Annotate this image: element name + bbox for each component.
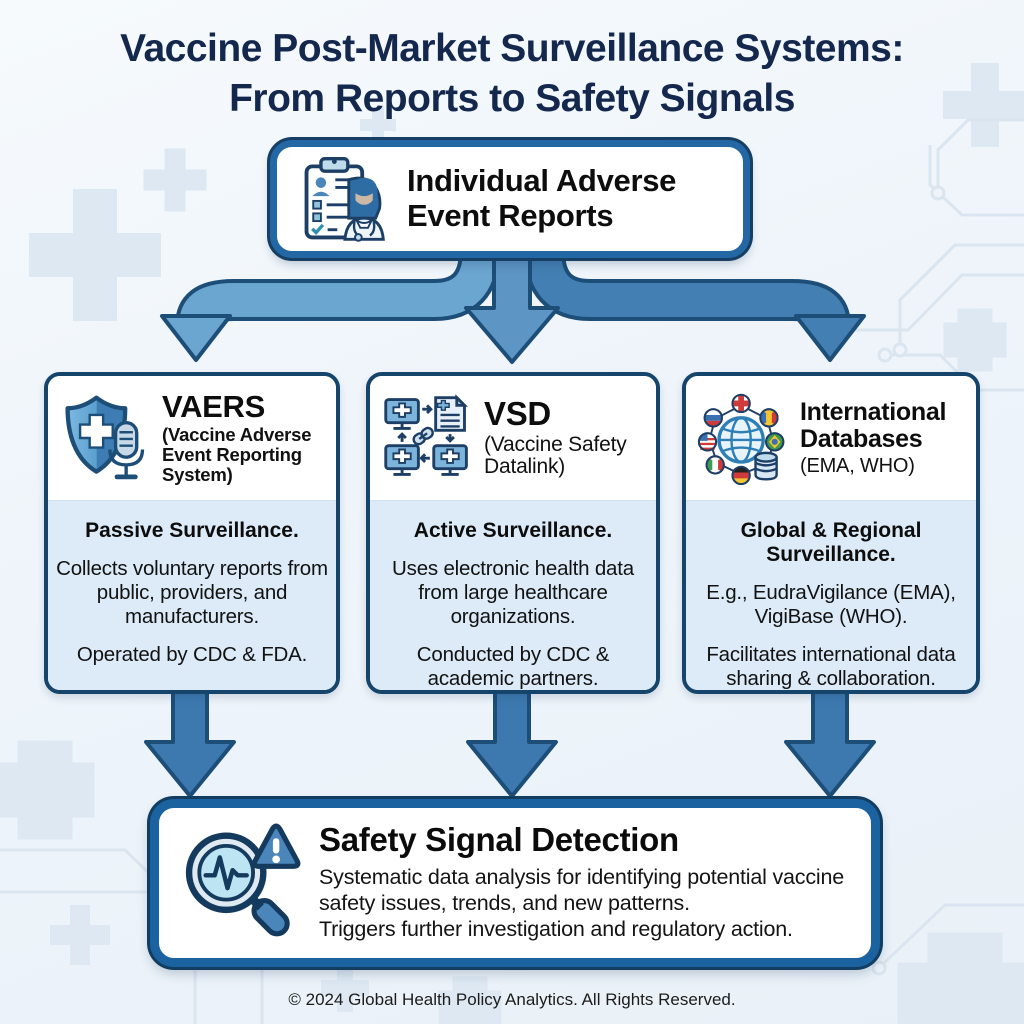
branch-arrowhead-left (160, 314, 232, 362)
individual-reports-box: Individual Adverse Event Reports (270, 140, 750, 258)
down-arrow-left (144, 690, 236, 798)
down-arrow-right (784, 690, 876, 798)
page-title-line1: Vaccine Post-Market Surveillance Systems… (120, 27, 904, 70)
vaers-header: VAERS (Vaccine Adverse Event Reporting S… (48, 376, 336, 500)
vsd-paragraph: Conducted by CDC & academic partners. (416, 643, 610, 691)
safety-signal-box: Safety Signal Detection Systematic data … (150, 799, 880, 967)
magnifier-alert-icon (175, 819, 303, 947)
page-title-line2: From Reports to Safety Signals (229, 76, 795, 120)
branch-arrow-left (179, 250, 497, 328)
international-header: International Databases (EMA, WHO) (686, 376, 976, 500)
networked-computers-icon (380, 390, 476, 486)
international-heading: Global & Regional Surveillance. (740, 519, 922, 567)
converge-arrows (144, 690, 876, 798)
copyright-text: © 2024 Global Health Policy Analytics. A… (288, 990, 736, 1009)
globe-flags-database-icon (696, 390, 792, 486)
vaers-name: VAERS (162, 388, 266, 424)
page-title: Vaccine Post-Market Surveillance Systems… (0, 24, 1024, 124)
vaers-body: Passive Surveillance. Collects voluntary… (48, 500, 336, 690)
shield-microphone-icon (58, 390, 154, 486)
vsd-paragraph: Uses electronic health data from large h… (392, 557, 634, 629)
branch-arrows (160, 250, 866, 364)
branch-arrow-right (527, 250, 847, 328)
international-subtitle: (EMA, WHO) (800, 454, 915, 477)
down-arrow-center (466, 690, 558, 798)
international-paragraph: Facilitates international data sharing &… (706, 643, 956, 691)
vsd-box: VSD (Vaccine Safety Datalink) Active Sur… (366, 372, 660, 694)
vaers-box: VAERS (Vaccine Adverse Event Reporting S… (44, 372, 340, 694)
vaers-subtitle: (Vaccine Adverse Event Reporting System) (162, 424, 312, 486)
international-name: International Databases (800, 397, 947, 453)
safety-signal-paragraph: Systematic data analysis for identifying… (319, 864, 844, 916)
clipboard-nurse-icon (295, 151, 391, 247)
international-box: International Databases (EMA, WHO) Globa… (682, 372, 980, 694)
vaers-paragraph: Operated by CDC & FDA. (76, 643, 308, 667)
branch-arrow-center (464, 250, 560, 364)
international-body: Global & Regional Surveillance. E.g., Eu… (686, 500, 976, 691)
international-paragraph: E.g., EudraVigilance (EMA), VigiBase (WH… (706, 581, 956, 629)
vsd-body: Active Surveillance. Uses electronic hea… (370, 500, 656, 691)
safety-signal-paragraph: Triggers further investigation and regul… (319, 917, 793, 942)
vsd-name: VSD (484, 395, 551, 432)
vsd-subtitle: (Vaccine Safety Datalink) (484, 432, 627, 479)
vaers-heading: Passive Surveillance. (85, 519, 299, 542)
vsd-heading: Active Surveillance. (413, 519, 613, 542)
branch-arrowhead-right (794, 314, 866, 362)
safety-signal-title: Safety Signal Detection (319, 821, 679, 859)
vaers-paragraph: Collects voluntary reports from public, … (56, 557, 328, 629)
individual-reports-title: Individual Adverse Event Reports (407, 163, 677, 233)
vsd-header: VSD (Vaccine Safety Datalink) (370, 376, 656, 500)
